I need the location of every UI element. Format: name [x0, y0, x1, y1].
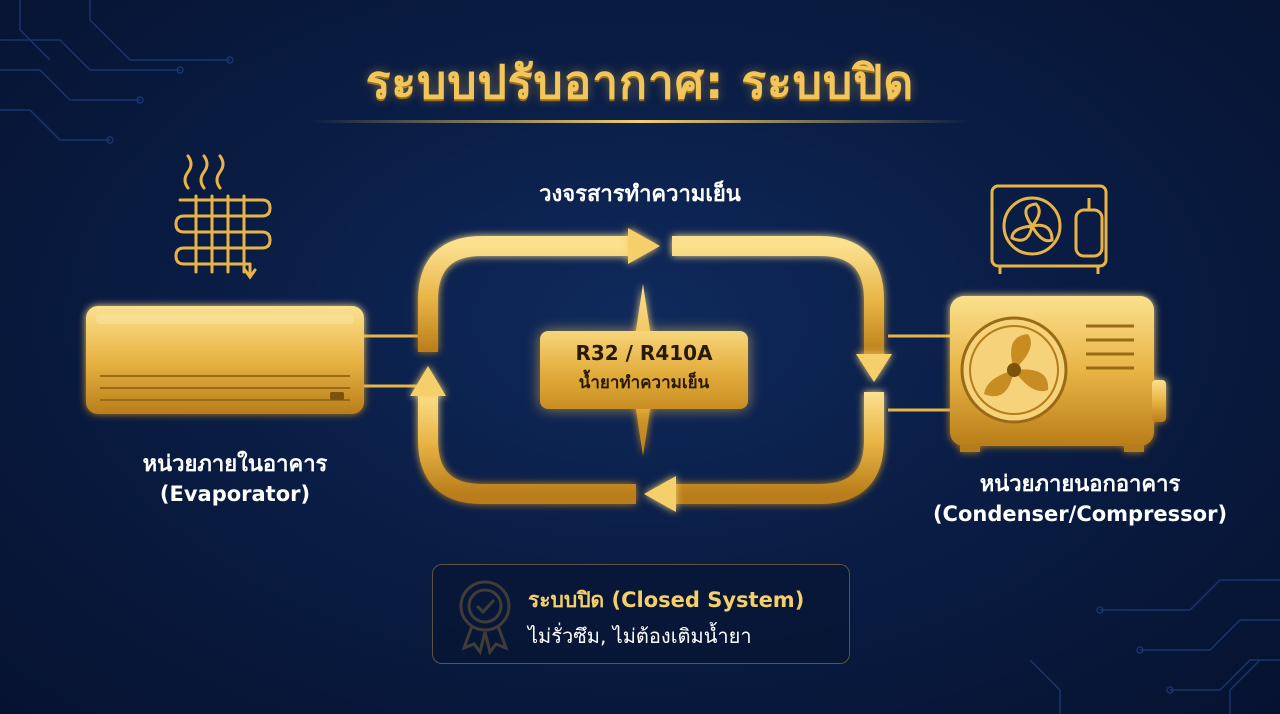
outdoor-compressor-icon	[990, 184, 1108, 274]
circuit-decoration-top-left	[0, 0, 234, 144]
refrigerant-type: R32 / R410A	[575, 341, 713, 365]
indoor-pipes	[364, 334, 418, 388]
badge-subtitle: ไม่รั่วซึม, ไม่ต้องเติมน้ำยา	[528, 624, 752, 648]
refrigerant-caption: น้ำยาทำความเย็น	[578, 373, 710, 393]
cycle-arrowheads	[410, 228, 892, 512]
closed-system-badge	[432, 564, 850, 664]
indoor-unit-label: หน่วยภายในอาคาร (Evaporator)	[80, 450, 390, 508]
cycle-loop	[418, 236, 884, 504]
refrigerant-cycle-label: วงจรสารทำความเย็น	[539, 182, 741, 207]
outdoor-unit-graphic	[950, 296, 1166, 452]
outdoor-pipes	[888, 334, 950, 412]
indoor-unit-role: (Evaporator)	[159, 481, 311, 506]
indoor-unit-name: หน่วยภายในอาคาร	[142, 452, 328, 477]
indoor-unit-graphic	[86, 306, 364, 414]
refrigerant-box: R32 / R410A น้ำยาทำความเย็น	[540, 331, 748, 409]
page-title: ระบบปรับอากาศ: ระบบปิด	[365, 55, 915, 109]
outdoor-unit-label: หน่วยภายนอกอาคาร (Condenser/Compressor)	[900, 470, 1260, 528]
outdoor-unit-name: หน่วยภายนอกอาคาร	[979, 472, 1181, 497]
badge-title: ระบบปิด (Closed System)	[528, 588, 805, 612]
circuit-decoration-bottom-right	[1029, 579, 1280, 714]
title-underline	[310, 120, 970, 123]
outdoor-unit-role: (Condenser/Compressor)	[932, 501, 1228, 526]
evaporator-coil-icon	[174, 154, 272, 280]
